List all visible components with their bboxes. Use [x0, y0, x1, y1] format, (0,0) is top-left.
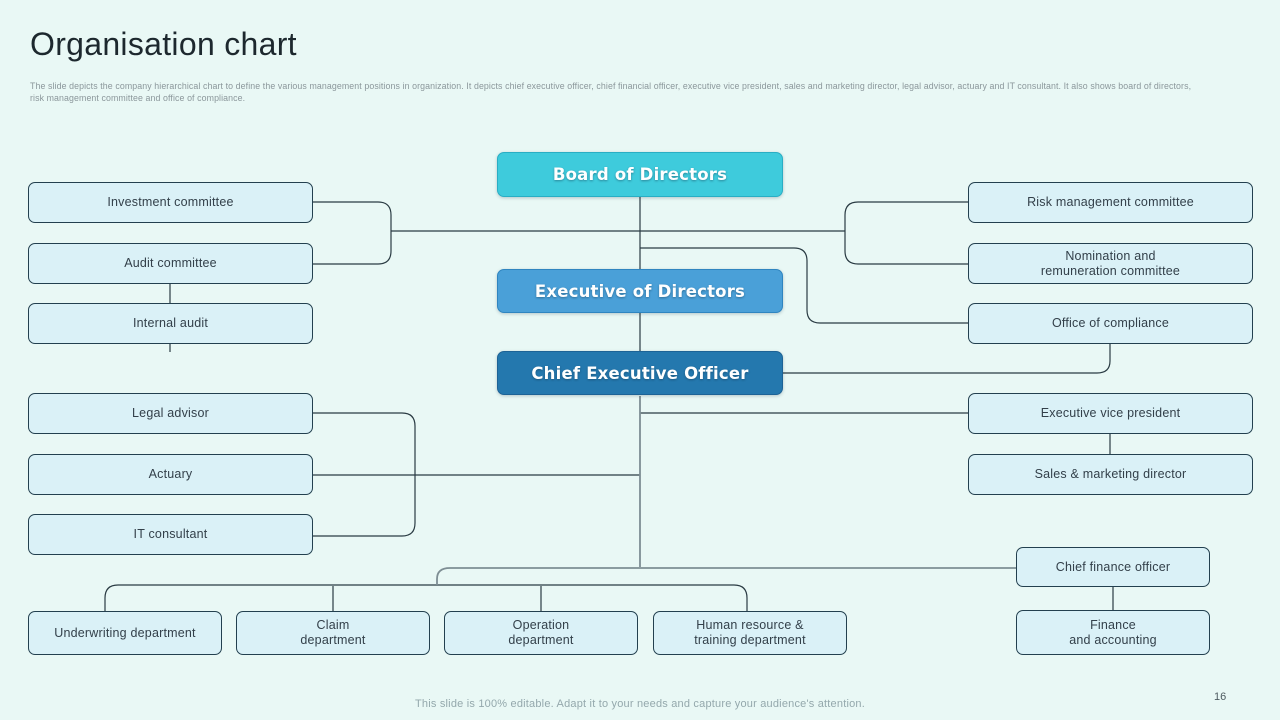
node-chief-executive-officer: Chief Executive Officer: [497, 351, 783, 395]
page-number: 16: [1214, 691, 1227, 703]
node-board-of-directors: Board of Directors: [497, 152, 783, 197]
connector-office-of-compliance: [640, 247, 968, 324]
connector-left-upper-bracket: [313, 201, 392, 265]
footer-note: This slide is 100% editable. Adapt it to…: [415, 698, 865, 710]
node-internal-audit: Internal audit: [28, 303, 313, 344]
node-legal-advisor: Legal advisor: [28, 393, 313, 434]
node-sales-marketing-director: Sales & marketing director: [968, 454, 1253, 495]
node-operation-department: Operation department: [444, 611, 638, 655]
connector-right-upper-bracket: [844, 201, 968, 265]
node-risk-management-committee: Risk management committee: [968, 182, 1253, 223]
node-actuary: Actuary: [28, 454, 313, 495]
page-title: Organisation chart: [30, 26, 297, 62]
connector-department-rail: [104, 584, 748, 612]
node-office-of-compliance: Office of compliance: [968, 303, 1253, 344]
node-nomination-remuneration-committee: Nomination and remuneration committee: [968, 243, 1253, 284]
node-human-resource-training-department: Human resource & training department: [653, 611, 847, 655]
connector-ceo-compliance-elbow: [783, 344, 1111, 374]
node-chief-finance-officer: Chief finance officer: [1016, 547, 1210, 587]
node-finance-and-accounting: Finance and accounting: [1016, 610, 1210, 655]
node-underwriting-department: Underwriting department: [28, 611, 222, 655]
connector-group-dark: [104, 197, 1114, 612]
node-audit-committee: Audit committee: [28, 243, 313, 284]
connector-group-gray: [436, 396, 1016, 585]
node-executive-of-directors: Executive of Directors: [497, 269, 783, 313]
slide-description: The slide depicts the company hierarchic…: [30, 81, 1192, 103]
node-executive-vice-president: Executive vice president: [968, 393, 1253, 434]
connector-rail-to-cfo: [436, 567, 1016, 585]
node-claim-department: Claim department: [236, 611, 430, 655]
node-it-consultant: IT consultant: [28, 514, 313, 555]
node-investment-committee: Investment committee: [28, 182, 313, 223]
